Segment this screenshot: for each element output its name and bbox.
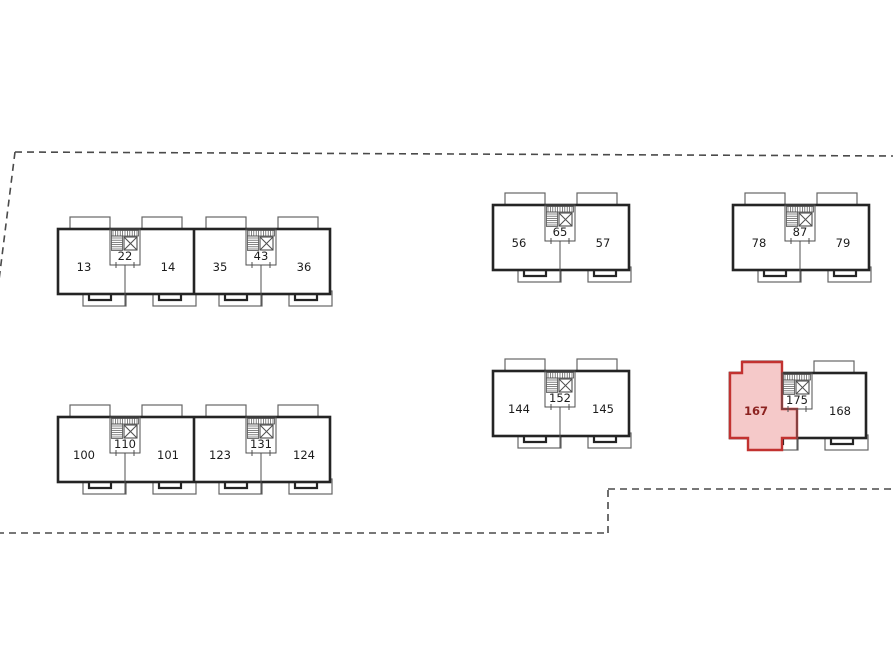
unit-label-14[interactable]: 14 (161, 260, 176, 274)
unit-label-131[interactable]: 131 (250, 437, 272, 451)
unit-label-13[interactable]: 13 (77, 260, 92, 274)
building-top-left: 13 22 14 35 43 36 (56, 216, 333, 307)
unit-label-43[interactable]: 43 (254, 249, 269, 263)
unit-label-79[interactable]: 79 (836, 236, 851, 250)
stair-core (781, 372, 813, 450)
balcony-step (522, 270, 548, 278)
balcony-step (832, 270, 858, 278)
unit-label-123[interactable]: 123 (209, 448, 231, 462)
site-boundary-line (14, 151, 893, 157)
balcony-step (829, 438, 855, 446)
unit-label-167[interactable]: 167 (744, 404, 768, 418)
stairs-icon (247, 423, 259, 439)
unit-label-175[interactable]: 175 (786, 393, 808, 407)
elevator-x (558, 212, 573, 227)
stairs-icon (783, 379, 795, 395)
unit-label-168[interactable]: 168 (829, 404, 851, 418)
elevator-x (259, 424, 274, 439)
elevator-x (259, 236, 274, 251)
balcony-step (592, 270, 618, 278)
balcony-step (223, 294, 249, 302)
unit-label-78[interactable]: 78 (752, 236, 767, 250)
elevator-x (123, 424, 138, 439)
unit-label-152[interactable]: 152 (549, 391, 571, 405)
unit-label-145[interactable]: 145 (592, 402, 614, 416)
stairs-icon (111, 235, 123, 251)
stairs-icon (111, 423, 123, 439)
balcony-step (293, 294, 319, 302)
unit-label-35[interactable]: 35 (213, 260, 228, 274)
building-top-right: 78 87 79 (731, 192, 872, 283)
balcony-step (592, 436, 618, 444)
elevator-x (795, 380, 810, 395)
site-boundary (0, 151, 893, 534)
elevator-x (798, 212, 813, 227)
stair-core (109, 416, 141, 494)
stairs-icon (786, 211, 798, 227)
stair-core (544, 204, 576, 282)
unit-label-57[interactable]: 57 (596, 236, 611, 250)
balcony-step (522, 436, 548, 444)
stair-core (784, 204, 816, 282)
unit-label-124[interactable]: 124 (293, 448, 315, 462)
unit-label-36[interactable]: 36 (297, 260, 312, 274)
building-bottom-right: 167 175 168 (728, 360, 869, 452)
balcony-step (157, 482, 183, 490)
stair-core (245, 228, 277, 306)
unit-label-56[interactable]: 56 (512, 236, 527, 250)
stairs-icon (546, 377, 558, 393)
stairs-icon (546, 211, 558, 227)
unit-label-101[interactable]: 101 (157, 448, 179, 462)
balcony-step (87, 482, 113, 490)
balcony-step (157, 294, 183, 302)
balcony-step (223, 482, 249, 490)
balcony-step (293, 482, 319, 490)
stairs-icon (247, 235, 259, 251)
unit-label-100[interactable]: 100 (73, 448, 95, 462)
unit-label-87[interactable]: 87 (793, 225, 808, 239)
elevator-x (558, 378, 573, 393)
building-bottom-left: 100 110 101 123 131 124 (56, 404, 333, 495)
stair-core (544, 370, 576, 448)
unit-label-65[interactable]: 65 (553, 225, 568, 239)
unit-label-22[interactable]: 22 (118, 249, 133, 263)
building-top-middle: 56 65 57 (491, 192, 632, 283)
building-bottom-middle: 144 152 145 (491, 358, 632, 449)
unit-label-144[interactable]: 144 (508, 402, 530, 416)
stair-core (245, 416, 277, 494)
site-boundary-line (0, 151, 16, 279)
balcony-step (762, 270, 788, 278)
elevator-x (123, 236, 138, 251)
balcony-step (87, 294, 113, 302)
unit-label-110[interactable]: 110 (114, 437, 136, 451)
stair-core (109, 228, 141, 306)
